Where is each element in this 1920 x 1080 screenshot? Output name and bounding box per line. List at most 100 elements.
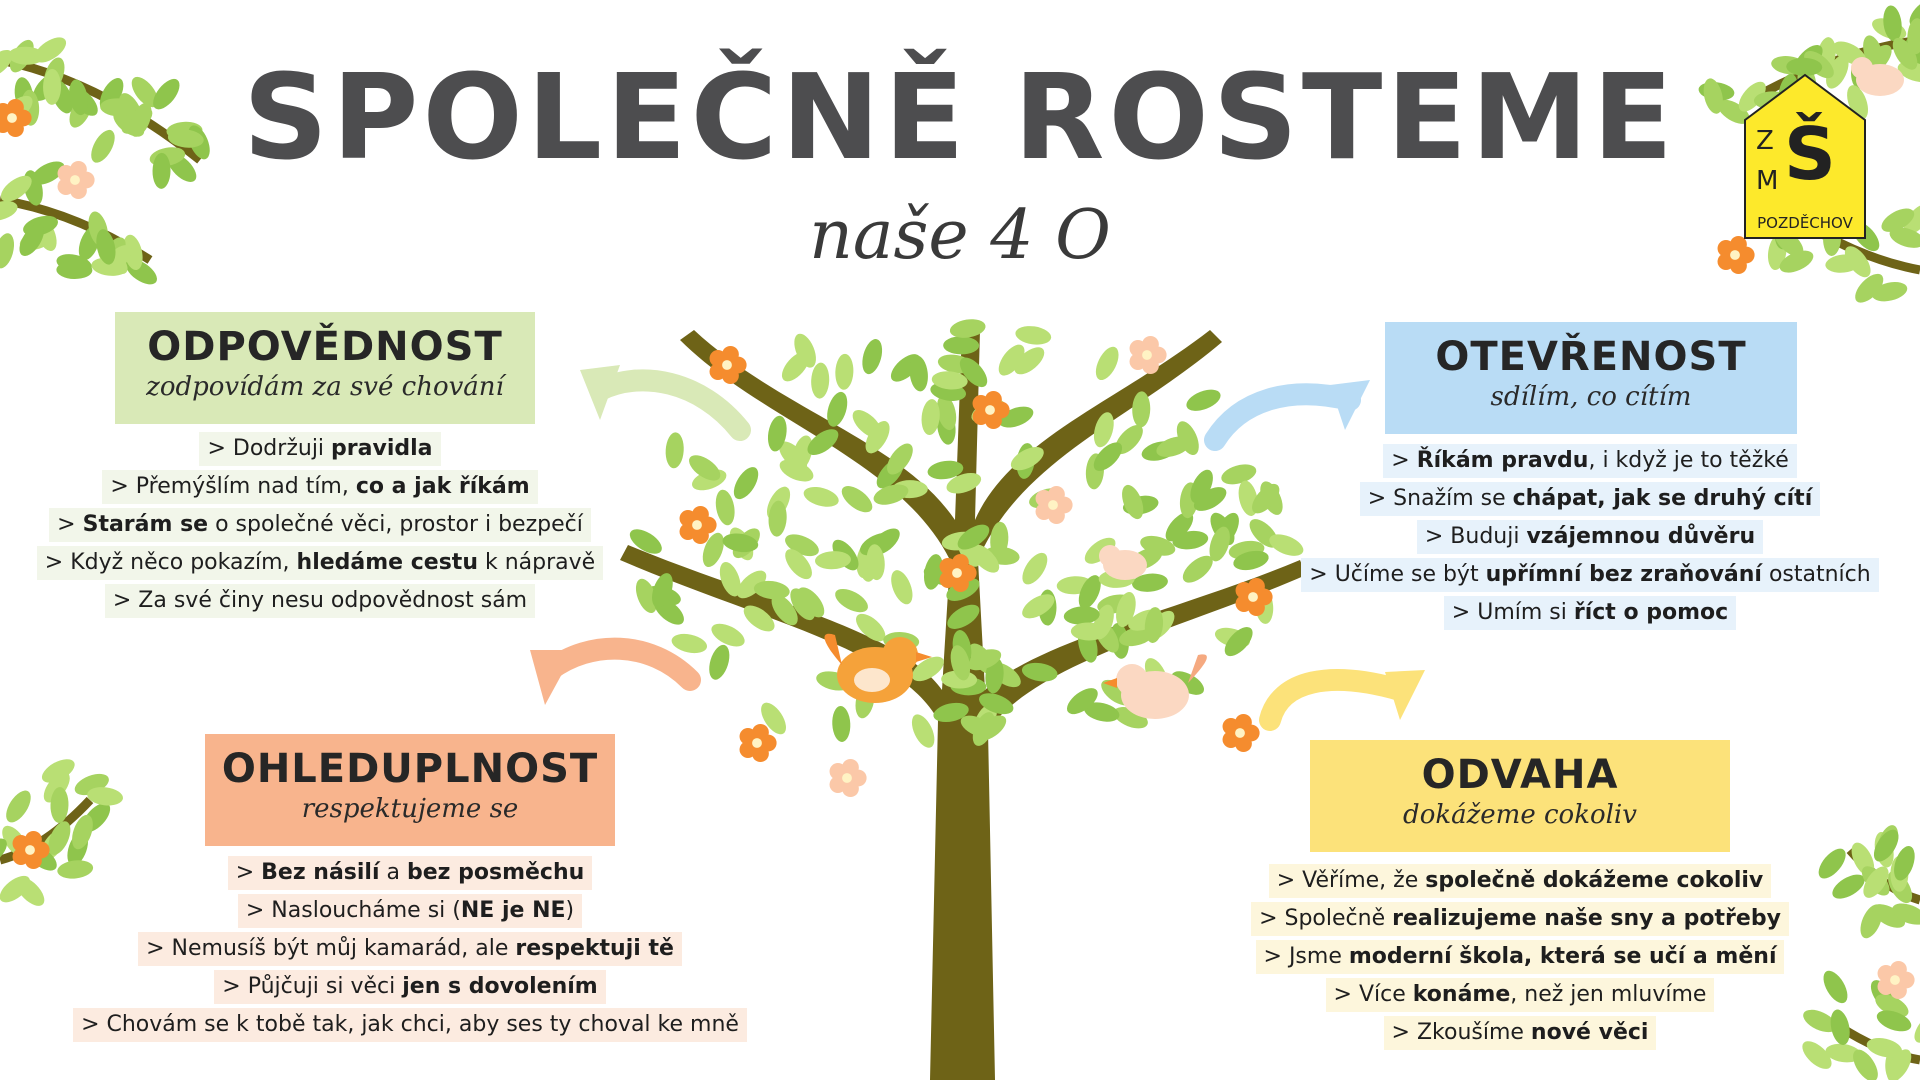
leaf-icon <box>827 391 848 427</box>
bird-corner-icon <box>1851 57 1904 96</box>
leaf-icon <box>957 524 990 550</box>
leaf-icon <box>1182 555 1213 583</box>
arrow-green-head <box>580 365 620 420</box>
text: > <box>57 512 83 537</box>
text: , i když je to těžké <box>1588 448 1789 473</box>
bold-text: Starám se <box>82 512 209 537</box>
leaf-icon <box>1844 246 1871 278</box>
leaf-icon <box>959 357 988 388</box>
leaf-icon <box>811 362 830 399</box>
section-list: > Bez násilí a bez posměchu> Nasloucháme… <box>20 856 800 1046</box>
leaf-icon <box>950 645 971 681</box>
leaf-icon <box>862 339 883 375</box>
flower-icon <box>972 390 1010 430</box>
text: > <box>1391 448 1417 473</box>
leaf-icon <box>0 875 31 903</box>
list-item: > Více konáme, než jen mluvíme <box>1325 978 1715 1012</box>
leaf-icon <box>911 714 935 748</box>
leaf-icon <box>1823 970 1848 1004</box>
leaf-icon <box>1872 904 1906 928</box>
bold-text: pravidla <box>331 436 433 461</box>
leaf-icon <box>1876 1010 1912 1032</box>
leaf-icon <box>794 333 816 368</box>
bird-small-icon <box>1099 545 1147 580</box>
section-list: > Dodržuji pravidla> Přemýšlím nad tím, … <box>15 432 625 622</box>
leaf-icon <box>921 399 940 436</box>
flower-icon <box>679 505 717 545</box>
section-list: > Říkám pravdu, i když je to těžké> Snaž… <box>1270 444 1910 634</box>
leaf-icon <box>1855 273 1884 303</box>
list-item: > Umím si říct o pomoc <box>1443 596 1737 630</box>
leaf-icon <box>743 605 775 632</box>
list-item: > Společně realizujeme naše sny a potřeb… <box>1251 902 1789 936</box>
leaf-icon <box>48 821 71 855</box>
flower-icon <box>12 830 50 870</box>
school-logo: Z Š M <box>1740 74 1870 240</box>
text: > Nasloucháme si ( <box>245 898 461 923</box>
list-item: > Půjčuji si věci jen s dovolením <box>214 970 606 1004</box>
leaf-icon <box>702 532 724 568</box>
leaf-icon <box>1738 81 1766 112</box>
leaf-icon <box>1084 702 1120 722</box>
leaf-icon <box>1132 391 1151 428</box>
leaf-icon <box>50 786 69 823</box>
leaf-icon <box>1193 487 1227 511</box>
leaf-icon <box>1021 662 1058 682</box>
bold-text: společně dokážeme cokoliv <box>1425 868 1764 893</box>
leaf-icon <box>835 588 868 613</box>
leaf-icon <box>56 260 93 280</box>
leaf-icon <box>873 484 909 505</box>
list-item: > Chovám se k tobě tak, jak chci, aby se… <box>73 1008 747 1042</box>
text: > <box>235 860 262 885</box>
section-title: ODVAHA <box>1421 752 1619 798</box>
bold-text: Říkám pravdu <box>1416 448 1589 473</box>
leaf-icon <box>1881 208 1915 232</box>
leaf-icon <box>785 549 812 580</box>
leaf-icon <box>1803 1009 1837 1033</box>
leaf-icon <box>719 562 741 597</box>
section-heading: OTEVŘENOST sdílím, co cítím <box>1385 322 1797 434</box>
leaf-icon <box>1122 484 1144 520</box>
text: k nápravě <box>478 550 596 575</box>
leaf-icon <box>130 102 152 137</box>
leaf-icon <box>943 336 980 355</box>
leaf-icon <box>946 472 982 494</box>
text: , než jen mluvíme <box>1510 982 1707 1007</box>
text: > Přemýšlím nad tím, <box>110 474 356 499</box>
leaf-icon <box>1093 412 1114 448</box>
flower-icon <box>1717 235 1755 275</box>
leaf-icon <box>6 790 31 823</box>
flower-icon <box>57 160 95 200</box>
list-item: > Učíme se být upřímní bez zraňování ost… <box>1301 558 1879 592</box>
leaf-icon <box>1140 535 1176 556</box>
section-subtitle: sdílím, co cítím <box>1490 382 1692 412</box>
leaf-icon <box>1903 204 1920 235</box>
leaf-icon <box>767 415 787 452</box>
leaf-icon <box>1252 483 1280 514</box>
leaf-icon <box>1014 347 1045 375</box>
leaf-icon <box>1873 829 1899 862</box>
leaf-icon <box>711 623 745 647</box>
arrow-blue <box>1204 383 1361 451</box>
logo-letter-s: Š <box>1784 112 1836 196</box>
bold-text: moderní škola, která se učí a mění <box>1348 944 1777 969</box>
text: > Umím si <box>1451 600 1574 625</box>
text: > Zkoušíme <box>1391 1020 1531 1045</box>
leaf-icon <box>815 551 851 570</box>
bold-text: bez posměchu <box>406 860 585 885</box>
leaf-icon <box>1832 874 1865 899</box>
bold-text: NE je NE <box>460 898 566 923</box>
leaf-icon <box>0 49 13 78</box>
logo-letter-z: Z <box>1756 126 1774 156</box>
arrow-blue-head <box>1330 380 1370 430</box>
leaf-icon <box>912 656 944 682</box>
leaf-icon <box>1066 688 1098 715</box>
list-item: > Nasloucháme si (NE je NE) <box>237 894 583 928</box>
list-item: > Nemusíš být můj kamarád, ale respektuj… <box>138 932 682 966</box>
leaf-icon <box>947 604 980 629</box>
leaf-icon <box>832 705 851 742</box>
leaf-icon <box>1894 845 1915 881</box>
leaf-icon <box>87 787 124 806</box>
leaf-icon <box>923 554 943 590</box>
leaf-icon <box>807 429 839 455</box>
